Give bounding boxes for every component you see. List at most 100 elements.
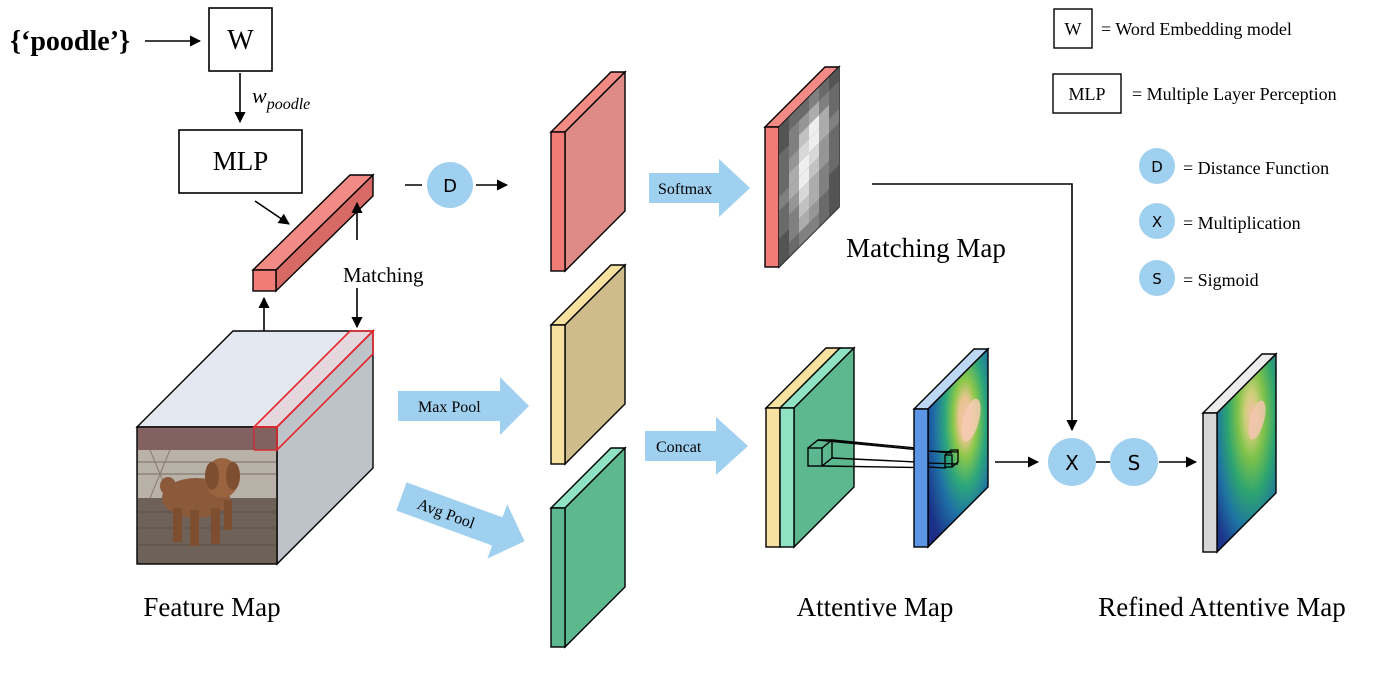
legend-w-symbol: W xyxy=(1065,19,1082,39)
matching-map-pixel xyxy=(809,129,819,153)
avgpool-arrow: Avg Pool xyxy=(396,482,525,559)
concat-block-yellow xyxy=(764,347,842,548)
matching-map-pixel xyxy=(829,123,839,147)
s-circle-label: S xyxy=(1128,451,1141,475)
legend-mlp-box xyxy=(1052,73,1122,114)
matching-map-pixel xyxy=(779,243,789,267)
softmax-arrow: Softmax xyxy=(649,159,750,217)
feature-slice-front-tint xyxy=(138,428,276,450)
legend-s-symbol: S xyxy=(1152,270,1162,288)
matching-map-pixel xyxy=(819,91,829,115)
matching-map-pixel xyxy=(779,187,789,211)
matching-label: Matching xyxy=(343,263,424,287)
attentive-map-caption: Attentive Map xyxy=(797,592,954,622)
matching-map-pixel xyxy=(799,125,809,149)
legend: W = Word Embedding model MLP = Multiple … xyxy=(1052,8,1337,296)
matching-map-pixel xyxy=(829,193,839,217)
w-box-label: W xyxy=(227,25,254,56)
w-poodle-base: w xyxy=(252,83,267,108)
matching-map-pixel xyxy=(789,233,799,257)
legend-mlp-text: = Multiple Layer Perception xyxy=(1132,84,1337,104)
d-circle-label: D xyxy=(443,176,457,197)
matching-map-pixel xyxy=(809,213,819,237)
matching-map-pixel xyxy=(779,229,789,253)
matching-map-pixel xyxy=(819,133,829,157)
matching-map-pixel xyxy=(809,115,819,139)
matching-map-pixel xyxy=(799,181,809,205)
matching-map-pixel xyxy=(819,105,829,129)
input-word: {‘poodle’} xyxy=(10,26,130,57)
matching-map-pixel xyxy=(829,137,839,161)
matching-map-pixel xyxy=(809,87,819,111)
matching-map-pixel xyxy=(829,81,839,105)
matching-map-pixel xyxy=(819,147,829,171)
concat-arrow: Concat xyxy=(645,417,748,475)
matching-map-pixel xyxy=(799,167,809,191)
matching-map-pixel xyxy=(809,199,819,223)
matching-map-pixel xyxy=(819,189,829,213)
legend-x-text: = Multiplication xyxy=(1183,213,1301,233)
matching-map-pixel xyxy=(779,215,789,239)
matching-map-pixel xyxy=(789,121,799,145)
arrow-matching-map-to-x xyxy=(872,183,1078,432)
matching-map-pixel xyxy=(809,157,819,181)
matching-map-pixel xyxy=(779,117,789,141)
refined-attentive-map-caption: Refined Attentive Map xyxy=(1098,592,1345,622)
matching-map-pixel xyxy=(829,179,839,203)
matching-map-pixel xyxy=(809,185,819,209)
matching-map-caption: Matching Map xyxy=(846,233,1006,263)
matching-map-pixel xyxy=(829,95,839,119)
maxpool-slab-yellow xyxy=(549,263,627,466)
matching-map-pixel xyxy=(819,119,829,143)
w-box xyxy=(208,7,273,72)
matching-map-pixel xyxy=(829,165,839,189)
x-circle xyxy=(1048,438,1096,486)
matching-map-pixel xyxy=(799,209,809,233)
matching-map-pixel xyxy=(809,171,819,195)
legend-d-circle xyxy=(1139,148,1175,184)
matching-map-pixel xyxy=(799,139,809,163)
legend-x-circle xyxy=(1139,203,1175,239)
matching-map-pixel xyxy=(789,163,799,187)
matching-map-pixel xyxy=(779,173,789,197)
matching-map-pixel xyxy=(829,109,839,133)
feature-map-caption: Feature Map xyxy=(143,592,280,622)
mlp-box xyxy=(178,129,303,194)
matching-map-pixel xyxy=(789,191,799,215)
arrow-mlp-to-vector xyxy=(254,200,290,225)
concat-block-green xyxy=(778,346,856,549)
legend-w-text: = Word Embedding model xyxy=(1101,19,1292,39)
conv-kernel-overlay xyxy=(927,449,959,469)
matching-map-pixel xyxy=(829,151,839,175)
word-vector-bar xyxy=(251,173,375,293)
d-circle xyxy=(427,162,473,208)
mlp-box-label: MLP xyxy=(213,146,269,176)
legend-d-symbol: D xyxy=(1151,158,1163,176)
matching-map-pixel xyxy=(779,131,789,155)
legend-s-circle xyxy=(1139,260,1175,296)
matching-map-pixel xyxy=(799,97,809,121)
svg-text:Max Pool: Max Pool xyxy=(418,399,481,416)
maxpool-arrow: Max Pool xyxy=(398,377,529,435)
legend-w-box xyxy=(1053,8,1093,49)
matching-map-pixel xyxy=(819,77,829,101)
legend-d-text: = Distance Function xyxy=(1183,158,1329,178)
matching-map-pixel xyxy=(789,219,799,243)
matching-map-pixel xyxy=(779,145,789,169)
x-circle-label: X xyxy=(1065,451,1079,475)
refined-attentive-map xyxy=(1201,352,1278,554)
matching-map-pixel xyxy=(799,195,809,219)
feature-slice-highlight xyxy=(252,329,375,452)
matching-map-pixel xyxy=(799,111,809,135)
matching-map-pixel xyxy=(829,67,839,91)
matching-map-pixel xyxy=(789,177,799,201)
legend-x-symbol: X xyxy=(1152,213,1162,231)
matching-map-pixel xyxy=(819,161,829,185)
w-poodle-subscript: poodle xyxy=(266,96,311,113)
matching-map-pixel xyxy=(789,205,799,229)
matching-map-pixel xyxy=(779,201,789,225)
avgpool-slab-green xyxy=(549,446,627,649)
matching-map-pixel xyxy=(799,223,809,247)
legend-mlp-symbol: MLP xyxy=(1068,84,1105,104)
